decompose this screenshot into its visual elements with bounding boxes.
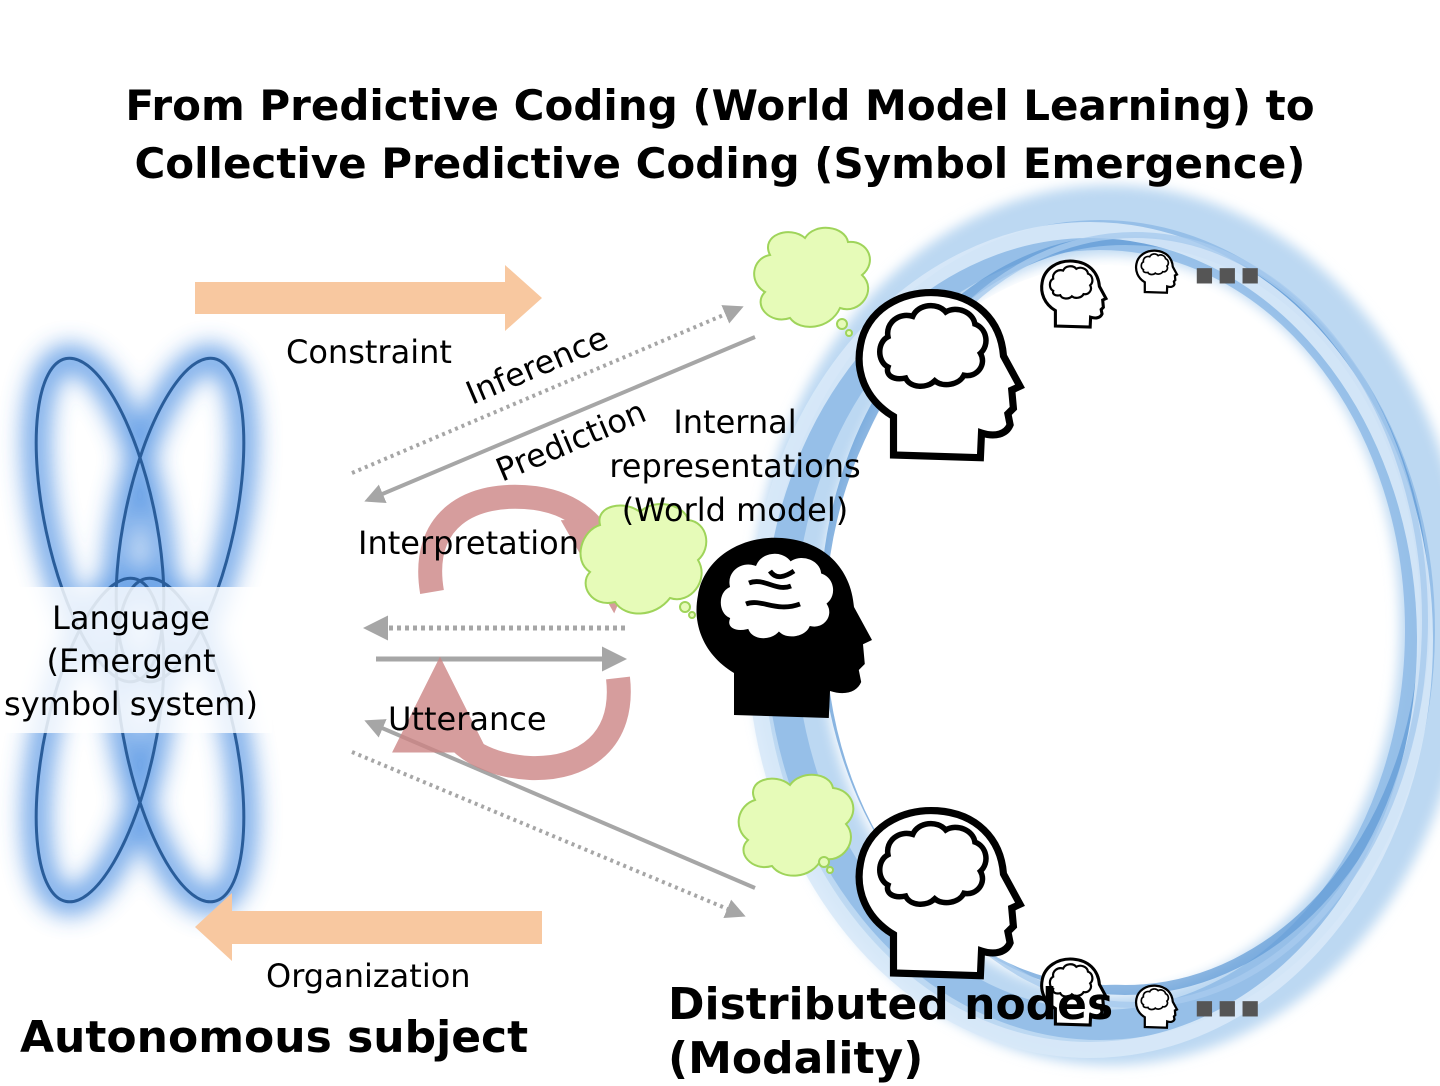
lower-dotted-arrow: [351, 750, 746, 919]
constraint-arrow: [195, 265, 542, 331]
distributed-nodes-label: Distributed nodes (Modality): [668, 979, 1114, 1084]
utterance-cycle-arrow: [392, 656, 631, 781]
organization-arrow: [195, 893, 542, 961]
thought-bubble-top: [753, 226, 871, 337]
internal-representations-label: Internal representations (World model): [609, 403, 861, 529]
interpretation-label: Interpretation: [358, 524, 580, 562]
inference-label: Inference: [460, 319, 613, 413]
constraint-label: Constraint: [286, 333, 452, 371]
utterance-arrow: [364, 719, 756, 890]
ellipsis-bottom: ■■■: [1195, 995, 1264, 1019]
language-label: Language (Emergent symbol system): [4, 599, 258, 723]
utterance-label: Utterance: [388, 700, 547, 738]
inference-arrow: [351, 305, 744, 475]
autonomous-subject-label: Autonomous subject: [20, 1012, 529, 1063]
prediction-arrow: [364, 335, 756, 504]
thought-bubble-center: [579, 503, 708, 619]
title-line-2: Collective Predictive Coding (Symbol Eme…: [134, 139, 1306, 188]
head-icon-center: [696, 537, 872, 718]
thought-bubble-bottom: [737, 773, 855, 877]
ellipsis-top: ■■■: [1195, 262, 1264, 286]
language-label-box: [0, 587, 272, 733]
organization-label: Organization: [266, 957, 471, 995]
title-line-1: From Predictive Coding (World Model Lear…: [125, 81, 1315, 130]
